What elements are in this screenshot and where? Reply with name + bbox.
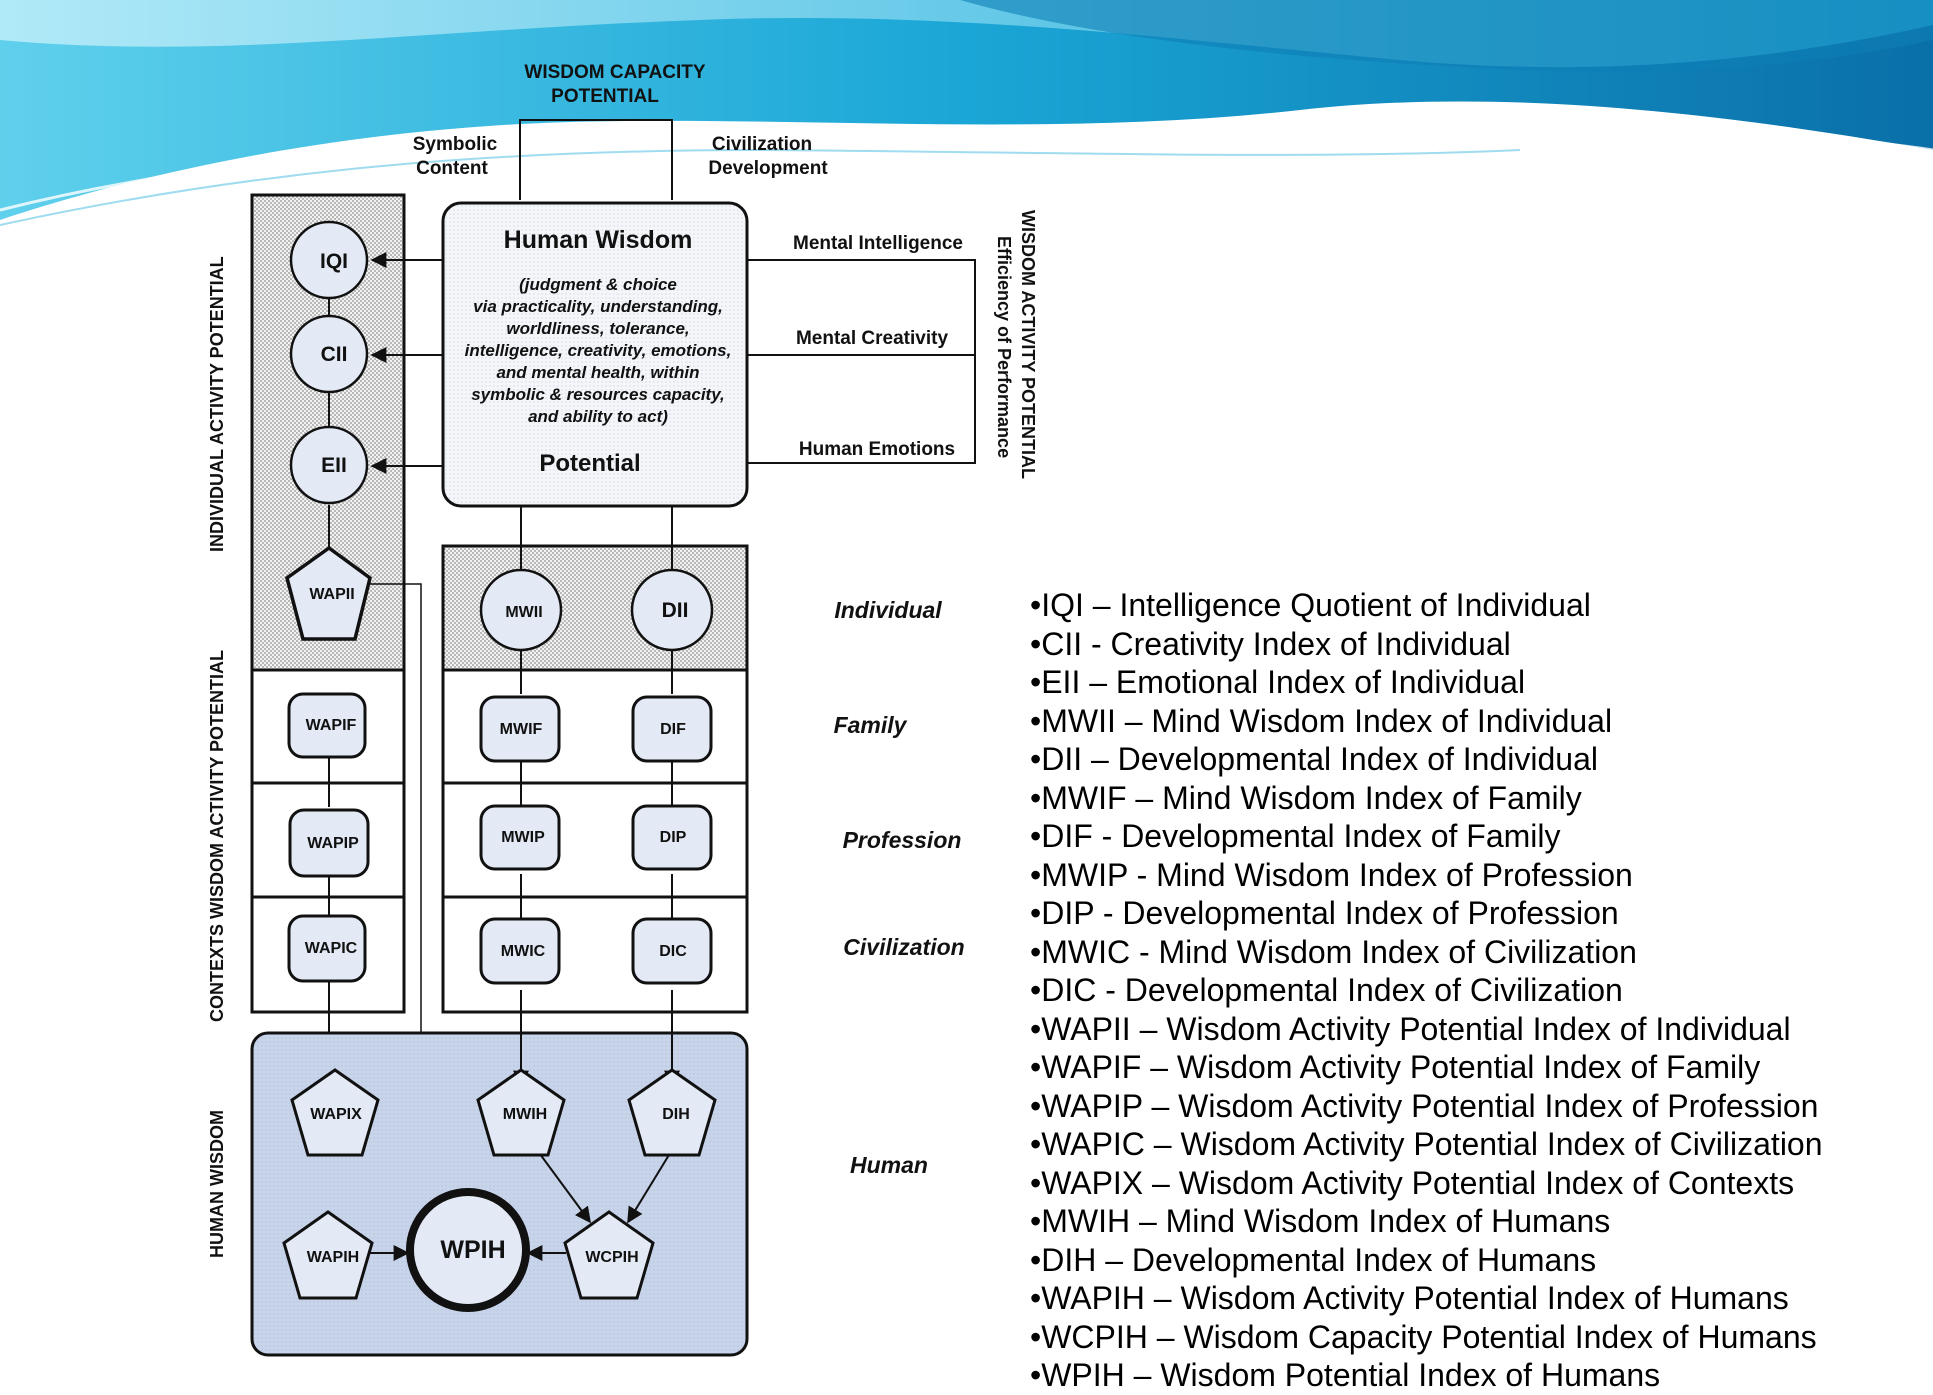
context-individual: Individual xyxy=(834,597,942,623)
node-mwif xyxy=(479,695,561,763)
human-wisdom-label: HUMAN WISDOM xyxy=(207,1110,227,1258)
node-dih-label: DIH xyxy=(662,1106,690,1123)
legend-item: MWIH – Mind Wisdom Index of Humans xyxy=(1030,1202,1823,1241)
node-mwif-label: MWIF xyxy=(500,721,543,738)
mental-bracket xyxy=(747,259,976,464)
node-dic xyxy=(631,917,713,985)
legend-item: IQI – Intelligence Quotient of Individua… xyxy=(1030,586,1823,625)
individual-activity-label: INDIVIDUAL ACTIVITY POTENTIAL xyxy=(207,256,227,552)
legend-item: WAPIC – Wisdom Activity Potential Index … xyxy=(1030,1125,1822,1164)
core-desc-4: intelligence, creativity, emotions, xyxy=(465,341,732,360)
legend-item: DIP - Developmental Index of Profession xyxy=(1030,894,1823,933)
arrow-mwih-wcpih xyxy=(536,1149,591,1224)
core-title: Human Wisdom xyxy=(504,226,693,254)
node-wapih xyxy=(282,1210,374,1300)
node-dif-label: DIF xyxy=(660,721,686,738)
node-mwic-label: MWIC xyxy=(501,943,546,960)
node-iqi-label: IQI xyxy=(320,250,348,273)
node-dii xyxy=(630,568,714,652)
civilization-label-2: Development xyxy=(708,158,828,179)
node-wapif xyxy=(287,692,367,759)
node-wapih-label: WAPIH xyxy=(307,1249,359,1266)
core-footer: Potential xyxy=(539,450,640,477)
node-dih xyxy=(627,1068,717,1157)
legend-item: WPIH – Wisdom Potential Index of Humans xyxy=(1030,1356,1823,1395)
legend-list: IQI – Intelligence Quotient of Individua… xyxy=(1030,586,1823,1395)
node-dip xyxy=(631,804,713,871)
node-wpih xyxy=(406,1188,530,1312)
legend-item: DIC - Developmental Index of Civilizatio… xyxy=(1030,971,1823,1010)
context-profession: Profession xyxy=(843,827,962,853)
node-wapii xyxy=(285,545,372,641)
mental-creativity-label: Mental Creativity xyxy=(796,328,948,349)
legend-item: MWIP - Mind Wisdom Index of Profession xyxy=(1030,856,1823,895)
legend-item: WAPIH – Wisdom Activity Potential Index … xyxy=(1030,1279,1823,1318)
node-mwii xyxy=(479,568,563,652)
node-cii-label: CII xyxy=(321,343,348,366)
core-desc-5: and mental health, within xyxy=(496,363,699,382)
symbolic-label-1: Symbolic xyxy=(413,134,498,155)
capacity-label-1: WISDOM CAPACITY xyxy=(524,62,706,83)
core-desc-2: via practicality, understanding, xyxy=(473,297,723,316)
node-mwii-label: MWII xyxy=(505,604,542,621)
civilization-label-1: Civilization xyxy=(712,134,812,155)
node-dii-label: DII xyxy=(662,599,689,622)
node-wapix xyxy=(290,1068,380,1157)
core-desc-3: worldliness, tolerance, xyxy=(506,319,689,338)
node-wpih-label: WPIH xyxy=(440,1236,505,1264)
node-wapic-label: WAPIC xyxy=(305,940,358,957)
node-eii xyxy=(289,425,369,505)
node-wapic xyxy=(287,914,367,983)
arrow-dih-wcpih xyxy=(627,1149,673,1224)
node-wcpih-label: WCPIH xyxy=(585,1249,638,1266)
legend-item: DIF - Developmental Index of Family xyxy=(1030,817,1823,856)
symbolic-label-2: Content xyxy=(416,158,488,179)
core-desc-7: and ability to act) xyxy=(528,407,668,426)
node-wapip-label: WAPIP xyxy=(307,835,359,852)
core-desc-6: symbolic & resources capacity, xyxy=(471,385,725,404)
node-mwih xyxy=(476,1068,566,1157)
legend-item: EII – Emotional Index of Individual xyxy=(1030,663,1823,702)
legend-item: WCPIH – Wisdom Capacity Potential Index … xyxy=(1030,1318,1823,1357)
legend-item: WAPIX – Wisdom Activity Potential Index … xyxy=(1030,1164,1823,1203)
node-dip-label: DIP xyxy=(660,829,687,846)
legend-item: MWIC - Mind Wisdom Index of Civilization xyxy=(1030,933,1823,972)
node-eii-label: EII xyxy=(321,454,347,477)
legend-item: WAPIP – Wisdom Activity Potential Index … xyxy=(1030,1087,1823,1126)
node-wapif-label: WAPIF xyxy=(306,717,357,734)
node-iqi xyxy=(289,220,369,300)
core-desc-1: (judgment & choice xyxy=(519,275,677,294)
wave-header xyxy=(0,0,1933,226)
legend-item: CII - Creativity Index of Individual xyxy=(1030,625,1823,664)
legend-item: WAPIF – Wisdom Activity Potential Index … xyxy=(1030,1048,1823,1087)
legend-item: DIH – Developmental Index of Humans xyxy=(1030,1241,1823,1280)
contexts-activity-label: CONTEXTS WISDOM ACTIVITY POTENTIAL xyxy=(207,650,227,1022)
capacity-label-2: POTENTIAL xyxy=(551,86,659,107)
node-wapip xyxy=(288,808,370,878)
context-family: Family xyxy=(834,712,908,738)
legend-item: WAPII – Wisdom Activity Potential Index … xyxy=(1030,1010,1823,1049)
legend-item: MWIF – Mind Wisdom Index of Family xyxy=(1030,779,1823,818)
node-cii xyxy=(289,314,369,394)
node-mwih-label: MWIH xyxy=(503,1106,547,1123)
node-mwip-label: MWIP xyxy=(501,829,545,846)
efficiency-label: Efficiency of Performance xyxy=(994,236,1014,458)
mental-intelligence-label: Mental Intelligence xyxy=(793,233,963,254)
node-mwip xyxy=(479,804,561,871)
node-mwic xyxy=(479,917,561,985)
node-wapix-label: WAPIX xyxy=(310,1106,362,1123)
node-dif xyxy=(631,695,713,763)
wisdom-activity-potential-label: WISDOM ACTIVITY POTENTIAL xyxy=(1018,210,1038,479)
node-dic-label: DIC xyxy=(659,943,687,960)
legend-item: MWII – Mind Wisdom Index of Individual xyxy=(1030,702,1823,741)
context-civilization: Civilization xyxy=(843,934,964,960)
node-wcpih xyxy=(563,1210,655,1300)
node-wapii-label: WAPII xyxy=(309,586,354,603)
context-human: Human xyxy=(850,1152,928,1178)
capacity-bracket xyxy=(519,119,673,200)
legend-item: DII – Developmental Index of Individual xyxy=(1030,740,1823,779)
human-emotions-label: Human Emotions xyxy=(799,439,955,460)
